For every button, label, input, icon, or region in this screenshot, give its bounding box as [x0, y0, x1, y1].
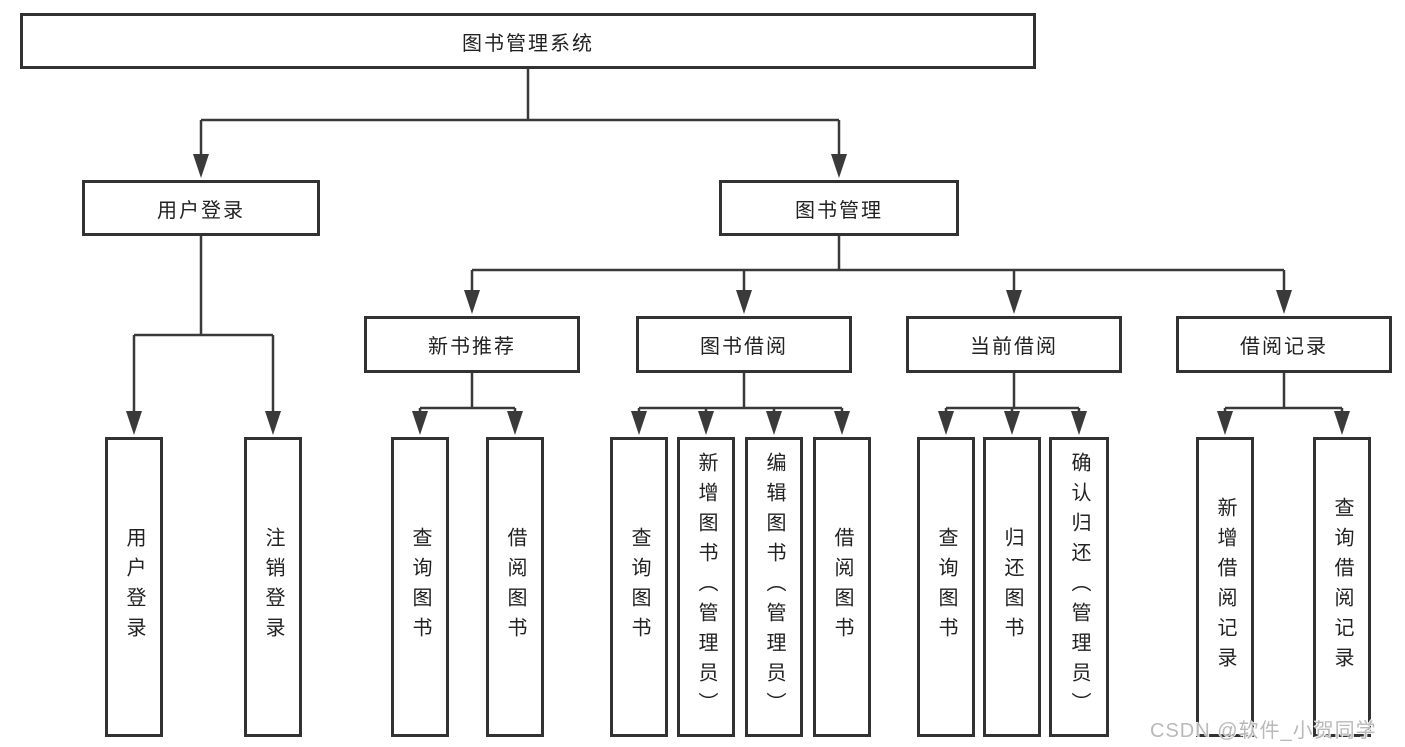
arrowhead	[1276, 290, 1292, 314]
node-leaf-query-books-recommend: 查询图书	[391, 437, 449, 737]
node-borrow-records: 借阅记录	[1176, 316, 1392, 373]
node-label: 借阅记录	[1240, 336, 1328, 358]
node-label: 确认归还（管理员）	[1068, 452, 1090, 722]
watermark: CSDN @软件_小贺同学	[1150, 720, 1377, 742]
arrowhead	[736, 290, 752, 314]
arrowhead	[766, 411, 782, 435]
arrowhead	[507, 411, 523, 435]
node-root-system: 图书管理系统	[20, 13, 1036, 69]
node-leaf-query-books-current: 查询图书	[917, 437, 975, 737]
arrowhead	[1071, 411, 1087, 435]
arrowhead	[412, 411, 428, 435]
node-leaf-return-books: 归还图书	[983, 437, 1041, 737]
node-leaf-logout: 注销登录	[244, 437, 302, 737]
node-leaf-add-borrow-record: 新增借阅记录	[1196, 437, 1254, 737]
arrowhead	[265, 411, 281, 435]
node-label: 编辑图书（管理员）	[763, 452, 785, 722]
arrowhead	[834, 411, 850, 435]
node-label: 新书推荐	[428, 336, 516, 358]
node-label: 查询借阅记录	[1331, 497, 1353, 677]
node-book-management: 图书管理	[719, 180, 959, 236]
node-label: 用户登录	[157, 199, 245, 222]
arrowhead	[1334, 411, 1350, 435]
node-new-book-recommend: 新书推荐	[364, 316, 580, 373]
node-leaf-borrow-books-recommend: 借阅图书	[486, 437, 544, 737]
arrowhead	[698, 411, 714, 435]
node-label: 查询图书	[409, 527, 431, 647]
node-label: 图书管理系统	[462, 32, 594, 55]
node-label: 查询图书	[935, 527, 957, 647]
arrowhead	[1004, 411, 1020, 435]
node-leaf-confirm-return-admin: 确认归还（管理员）	[1049, 437, 1109, 737]
arrowhead	[938, 411, 954, 435]
node-leaf-edit-books-admin: 编辑图书（管理员）	[745, 437, 803, 737]
node-label: 新增借阅记录	[1214, 497, 1236, 677]
arrowhead	[1006, 290, 1022, 314]
node-current-borrowing: 当前借阅	[906, 316, 1122, 373]
arrowhead	[1217, 411, 1233, 435]
node-label: 归还图书	[1001, 527, 1023, 647]
arrowhead	[193, 154, 209, 178]
arrowhead	[831, 154, 847, 178]
node-label: 当前借阅	[970, 336, 1058, 358]
node-leaf-user-login: 用户登录	[105, 437, 163, 737]
node-leaf-borrow-books-borrowing: 借阅图书	[813, 437, 871, 737]
arrowhead	[126, 411, 142, 435]
node-label: 注销登录	[262, 527, 284, 647]
arrowhead	[464, 290, 480, 314]
node-leaf-query-books-borrowing: 查询图书	[610, 437, 668, 737]
node-label: 图书借阅	[700, 336, 788, 358]
node-label: 借阅图书	[504, 527, 526, 647]
node-label: 借阅图书	[831, 527, 853, 647]
node-label: 图书管理	[795, 199, 883, 222]
node-leaf-add-books-admin: 新增图书（管理员）	[677, 437, 735, 737]
node-user-login-module: 用户登录	[82, 180, 320, 236]
node-book-borrowing: 图书借阅	[636, 316, 852, 373]
node-leaf-query-borrow-record: 查询借阅记录	[1313, 437, 1371, 737]
arrowhead	[631, 411, 647, 435]
node-label: 用户登录	[123, 527, 145, 647]
node-label: 查询图书	[628, 527, 650, 647]
node-label: 新增图书（管理员）	[695, 452, 717, 722]
